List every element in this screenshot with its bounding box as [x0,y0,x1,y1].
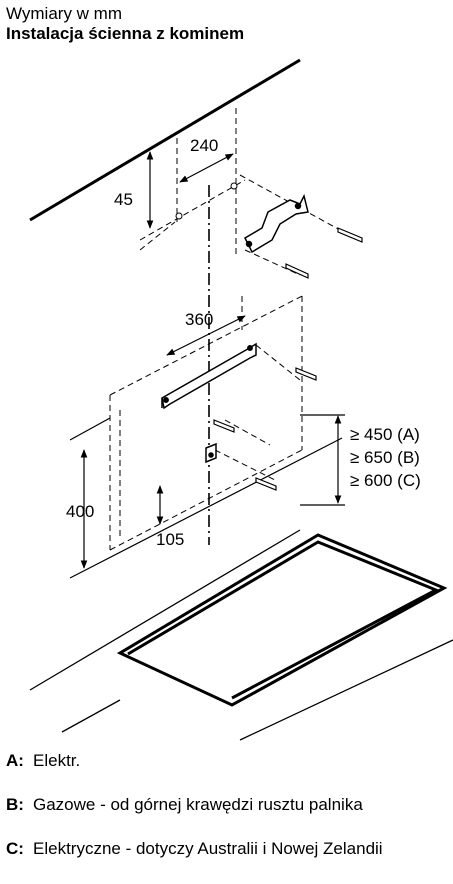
legend-key-b: B: [6,795,24,814]
legend-c: C: Elektryczne - dotyczy Australii i Now… [6,840,423,858]
upper-bracket [244,193,309,254]
ceiling-line [29,58,301,222]
legend-text-c: Elektryczne - dotyczy Australii i Nowej … [33,839,383,858]
wall-outline [69,414,345,579]
dim-label-105: 105 [156,530,184,549]
dim-label-45: 45 [114,190,133,209]
screws [213,227,363,491]
legend-text-a: Elektr. [33,751,81,770]
clearance-b: ≥ 650 (B) [350,448,420,467]
clearance-c: ≥ 600 (C) [350,471,421,490]
cooktop [116,533,448,707]
legend-a: A: Elektr. [6,752,423,770]
diagram-title: Instalacja ścienna z kominem [6,24,245,43]
dim-label-360: 360 [185,310,213,329]
dim-label-240: 240 [190,136,218,155]
legend-key-a: A: [6,751,24,770]
dim-label-400: 400 [66,502,94,521]
drill-points [175,182,238,220]
worktop-edge [29,529,453,741]
legend-b: B: Gazowe - od górnej krawędzi rusztu pa… [6,796,423,814]
legend-text-b: Gazowe - od górnej krawędzi rusztu palni… [33,795,363,814]
units-note: Wymiary w mm [6,4,122,23]
wall-guides [109,108,341,551]
mounting-rail [161,342,257,410]
safety-hook [205,442,217,464]
legend-key-c: C: [6,839,24,858]
dimension-lines [80,151,342,569]
clearance-a: ≥ 450 (A) [350,425,420,444]
